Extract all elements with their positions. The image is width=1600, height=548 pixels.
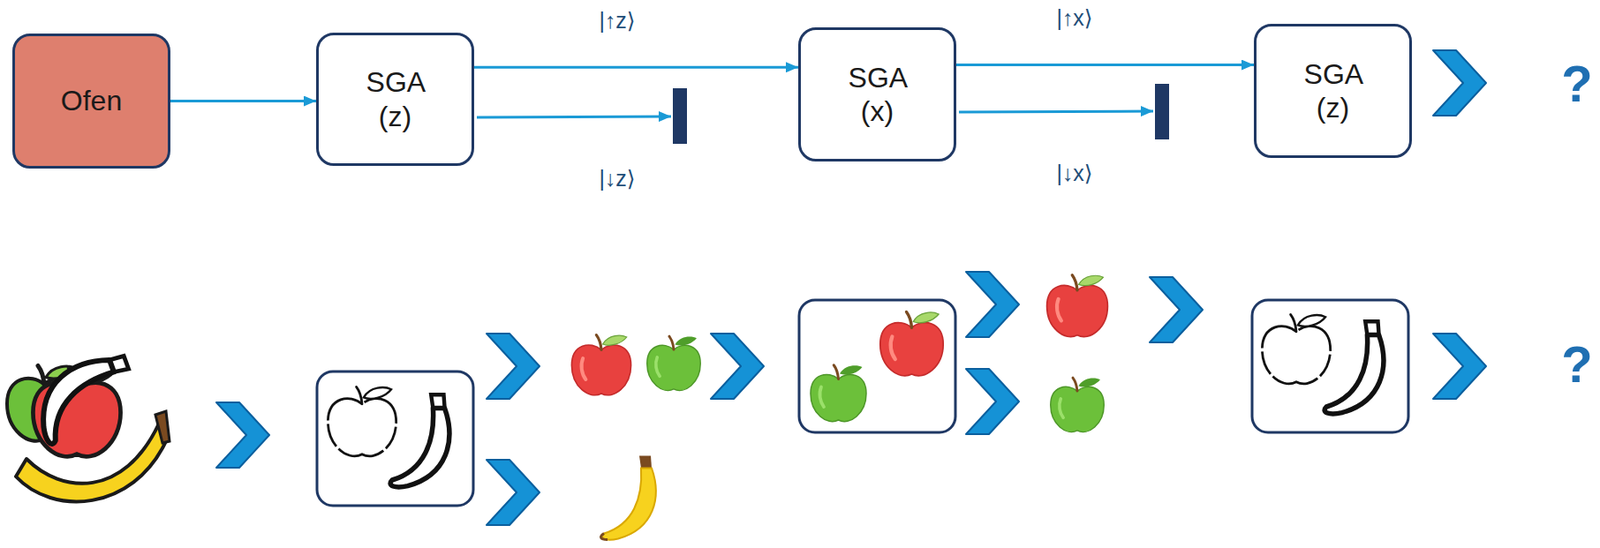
blocked-beam bbox=[476, 88, 687, 144]
question-mark: ? bbox=[1561, 53, 1593, 114]
box-label: SGA (x) bbox=[848, 60, 907, 129]
state-label: |↑z⟩ bbox=[598, 7, 635, 34]
sorter-box bbox=[1252, 300, 1409, 433]
chevron bbox=[1149, 277, 1203, 343]
question-mark: ? bbox=[1561, 334, 1593, 394]
red-apple bbox=[571, 335, 631, 396]
chevron bbox=[1433, 50, 1487, 116]
chevron bbox=[710, 333, 764, 400]
banana bbox=[601, 456, 657, 541]
stern-gerlach-box: SGA (z) bbox=[316, 32, 475, 167]
chevron bbox=[966, 271, 1019, 338]
chevron bbox=[216, 402, 270, 468]
chevron bbox=[486, 460, 540, 526]
state-label: |↓x⟩ bbox=[1056, 160, 1093, 187]
state-label: |↓z⟩ bbox=[598, 166, 635, 192]
stern-gerlach-box: SGA (x) bbox=[798, 27, 957, 162]
chevron bbox=[966, 369, 1019, 435]
box-label: SGA (z) bbox=[1304, 57, 1363, 126]
sorter-box bbox=[316, 371, 474, 506]
chevron bbox=[486, 333, 540, 400]
state-label: |↑x⟩ bbox=[1056, 5, 1093, 31]
beam-arrow bbox=[474, 66, 799, 69]
red-apple bbox=[1047, 275, 1109, 338]
box-label: Ofen bbox=[60, 83, 122, 118]
blocked-beam bbox=[958, 83, 1170, 140]
sorter-box bbox=[799, 300, 956, 433]
green-apple bbox=[1050, 377, 1104, 432]
oven-box: Ofen bbox=[12, 33, 171, 169]
beam-arrow bbox=[956, 63, 1254, 67]
beam-arrow bbox=[170, 99, 317, 103]
stern-gerlach-box: SGA (z) bbox=[1253, 23, 1412, 159]
chevron bbox=[1433, 333, 1487, 400]
fruit-bunch bbox=[7, 350, 170, 503]
box-label: SGA (z) bbox=[366, 65, 425, 134]
green-apple bbox=[647, 336, 701, 391]
